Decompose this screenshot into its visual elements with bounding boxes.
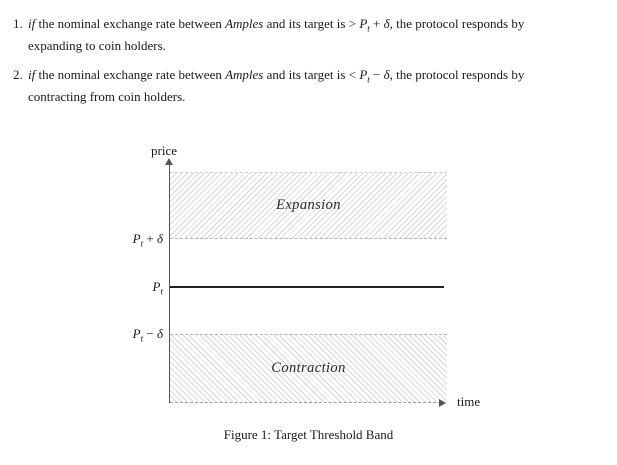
math-operator: + <box>369 16 384 31</box>
item-number: 1. <box>13 16 23 31</box>
list-item-1: 1. if the nominal exchange rate between … <box>13 13 613 57</box>
math-price-var: P <box>132 231 141 246</box>
x-axis <box>170 402 441 403</box>
item-text: if the nominal exchange rate between Amp… <box>28 64 613 108</box>
math-subscript: t <box>367 74 370 85</box>
y-axis-arrow-icon <box>165 158 173 165</box>
math-if: if <box>28 67 36 82</box>
enumerated-list: 1. if the nominal exchange rate between … <box>13 13 613 115</box>
contraction-band: Contraction <box>170 334 447 402</box>
math-operator: − <box>143 326 157 341</box>
math-price-var: P <box>359 16 368 31</box>
expansion-band: Expansion <box>170 172 447 239</box>
item-text-segment: , the protocol responds by <box>389 16 525 31</box>
math-price-var: P <box>359 67 368 82</box>
time-axis-label: time <box>457 394 481 409</box>
math-delta: δ <box>156 231 163 246</box>
math-price-var: P <box>152 279 161 294</box>
expansion-band-label: Expansion <box>276 197 341 213</box>
figure-caption: Figure 1: Target Threshold Band <box>223 427 394 442</box>
math-operator: − <box>369 67 384 82</box>
tick-label-pt: Pt <box>103 279 164 297</box>
math-subscript: t <box>367 23 370 34</box>
price-axis-label: price <box>151 143 177 158</box>
math-delta: δ <box>383 67 390 82</box>
math-relation: < <box>345 67 360 82</box>
item-1-line-2: expanding to coin holders. <box>28 35 613 57</box>
math-subscript: t <box>160 286 164 297</box>
tick-label-pt-plus-delta: Pt + δ <box>103 231 163 249</box>
target-price-line <box>170 286 444 288</box>
math-price-var: P <box>132 326 141 341</box>
list-item-2: 2. if the nominal exchange rate between … <box>13 64 613 108</box>
tick-label-pt-minus-delta: Pt − δ <box>103 326 163 344</box>
math-delta: δ <box>383 16 390 31</box>
coin-name: Amples <box>225 67 264 82</box>
x-axis-arrow-icon <box>439 399 446 407</box>
math-subscript: t <box>140 238 144 249</box>
item-2-line-2: contracting from coin holders. <box>28 86 613 108</box>
item-text-segment: and its target is <box>263 67 346 82</box>
item-number: 2. <box>13 67 23 82</box>
item-1-line-1: if the nominal exchange rate between Amp… <box>28 13 613 35</box>
item-text-segment: the nominal exchange rate between <box>35 67 226 82</box>
contraction-band-label: Contraction <box>271 360 346 376</box>
item-text-segment: contracting from coin holders. <box>28 89 186 104</box>
math-operator: + <box>143 231 157 246</box>
y-axis <box>169 164 170 403</box>
item-2-line-1: if the nominal exchange rate between Amp… <box>28 64 613 86</box>
math-delta: δ <box>156 326 163 341</box>
item-text-segment: and its target is <box>263 16 346 31</box>
item-text-segment: expanding to coin holders. <box>28 38 166 53</box>
item-text: if the nominal exchange rate between Amp… <box>28 13 613 57</box>
item-text-segment: , the protocol responds by <box>389 67 525 82</box>
item-text-segment: the nominal exchange rate between <box>35 16 226 31</box>
math-if: if <box>28 16 36 31</box>
math-relation: > <box>345 16 360 31</box>
coin-name: Amples <box>225 16 264 31</box>
math-subscript: t <box>140 333 144 344</box>
